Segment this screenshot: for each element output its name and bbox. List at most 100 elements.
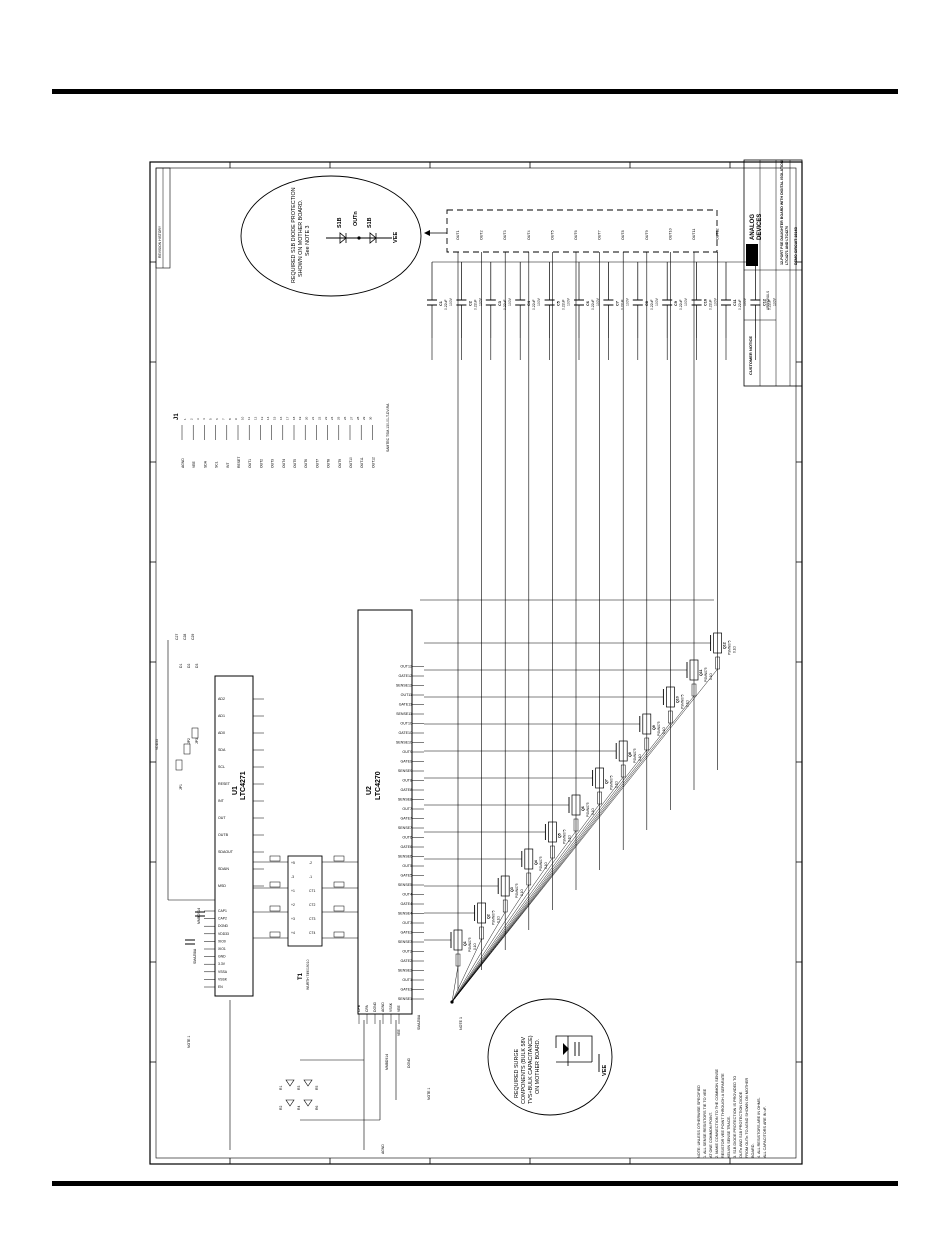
u2-pin-label: GATE1: [400, 988, 412, 992]
u1-pin-label: GND: [218, 955, 226, 959]
sense-resistor-value: 0.1Ω: [662, 727, 666, 734]
note-surge-components: REQUIRED SURGE COMPONENTS (BULK 58V TVS+…: [487, 998, 613, 1116]
u1-part: LTC4271: [240, 771, 247, 800]
resistor-icon: [333, 905, 345, 912]
capacitor-ref: C6: [586, 301, 590, 306]
kelvin-sense-line: [451, 695, 695, 1003]
u2-bottom-pin-label: VSSK: [389, 1002, 393, 1012]
mosfet-ref: Q10: [675, 696, 679, 703]
u2-pin-label: SENSE8: [398, 798, 412, 802]
diode-icon: [285, 1099, 295, 1107]
sense-resistor-value: 0.1Ω: [473, 943, 477, 950]
j1-pin-number: 30: [369, 416, 373, 420]
u1-pin-label: CAP2: [218, 917, 227, 921]
u1-pin-label: VDD33: [218, 932, 229, 936]
mosfet-icon: [477, 902, 486, 924]
mosfet-part: PSMN075: [728, 640, 732, 655]
j1-net-label: OUT11: [360, 457, 364, 468]
part-label: D2: [187, 664, 191, 668]
t1-pin-label: +3: [291, 917, 295, 921]
mosfet-icon: [666, 686, 675, 708]
mosfet-part: PSMN075: [492, 910, 496, 925]
part-label: C27: [175, 634, 179, 640]
capacitor-voltage: 100V: [508, 297, 512, 306]
capacitor-ref: C10: [704, 299, 708, 306]
note-line: NOTE: UNLESS OTHERWISE SPECIFIED: [697, 1085, 701, 1158]
u2-pin-label: GATE3: [400, 931, 412, 935]
output-label: OUT5: [550, 230, 554, 240]
u1-ltc4271: U1 LTC4271 AD2AD1AD0SDASCLRESETINTOUTOUT…: [204, 675, 264, 997]
capacitor-value: 0.22uF: [679, 299, 683, 310]
resistor-icon: [333, 881, 345, 888]
u2-pin-label: GATE12: [398, 674, 412, 678]
company-name-1: ANALOG: [750, 214, 756, 240]
j1-net-label: OUT2: [259, 459, 263, 468]
u1-pin-label: VSSK: [218, 977, 228, 981]
u2-pin-label: SENSE7: [398, 826, 412, 830]
diode-part-label: MMBD914: [385, 1054, 389, 1070]
j1-net-label: OUT12: [371, 457, 375, 468]
j1-net-label: OUT4: [282, 459, 286, 468]
u1-pin-label: MSD: [218, 884, 226, 888]
u2-pin-label: OUT4: [402, 893, 412, 897]
part-label: R5: [315, 1086, 319, 1090]
sense-resistor-value: 0.1Ω: [497, 916, 501, 923]
mosfet-icon: [713, 632, 722, 654]
note-line: 3. S1B DIODE PROTECTION IS PROVIDED TO: [733, 1076, 737, 1158]
note-line: 4. ALL RESISTORS ARE IN OHMS.: [757, 1097, 761, 1158]
mosfet-part: PSMN075: [680, 694, 684, 709]
u2-pin-label: GATE11: [399, 703, 412, 707]
u2-ltc4270: U2 LTC4270 SENSE1GATE1OUT1SENSE2GATE2OUT…: [357, 609, 424, 1024]
j1-pin-number: 6: [215, 418, 219, 420]
note-line: FROM OUTn TO AGND SHOWN ON MOTHER: [745, 1078, 749, 1158]
t1-pin-label: CT4: [309, 931, 316, 935]
jumper-icon: [183, 743, 191, 755]
sense-resistor-value: 0.1Ω: [591, 808, 595, 815]
note-bottom-line3: TVS+BULK CAPACITANCE): [528, 1035, 534, 1104]
output-label: OUT7: [598, 230, 602, 240]
u2-pin-label: OUT10: [400, 722, 412, 726]
output-label: OUT9: [645, 230, 649, 240]
part-label: NOTE 1: [187, 1036, 191, 1048]
kelvin-sense-line: [451, 722, 671, 1003]
part-label: D1: [179, 664, 183, 668]
kelvin-sense-line: [451, 830, 577, 1003]
output-label: OUT1: [456, 230, 460, 240]
capacitor-ref: C11: [733, 299, 737, 306]
capacitor-voltage: 100V: [478, 297, 482, 306]
j1-pin-number: 8: [228, 418, 232, 420]
net-label-dgnd: DGND: [407, 1057, 411, 1068]
output-label: OUT4: [527, 230, 531, 240]
j1-pin-number: 15: [273, 416, 277, 420]
u2-pin-label: GATE7: [400, 817, 412, 821]
sense-resistor-value: 0.1Ω: [709, 673, 713, 680]
j1-pin-number: 1: [183, 418, 187, 420]
u2-pin-label: GATE6: [400, 845, 412, 849]
part-label: R1: [279, 1086, 283, 1090]
approvals-label: APPROVALS: [766, 291, 770, 310]
kelvin-sense-line: [451, 911, 506, 1003]
capacitor-ref: C12: [762, 299, 766, 306]
mosfet-ref: Q2: [487, 914, 491, 919]
mosfet-icon: [453, 929, 463, 951]
note-line: 2. MAKE CONNECTION TO THE COMMON SENSE: [715, 1069, 719, 1158]
output-label: OUT10: [668, 228, 672, 240]
u2-pin-label: SENSE10: [396, 741, 412, 745]
j1-pin-number: 26: [343, 416, 347, 420]
title-block: ANALOG DEVICES CUSTOMER NOTICE APPROVALS…: [743, 159, 803, 387]
j1-net-label: INT: [226, 463, 230, 468]
mosfet-part: PSMN075: [539, 856, 543, 871]
sense-fan-lines: NOTE 1: [450, 668, 718, 1030]
u2-pin-label: OUT7: [402, 807, 412, 811]
part-label: SMAJ58A: [193, 948, 197, 964]
demo-circuit-number: DEMO CIRCUIT 1814B: [794, 227, 798, 265]
